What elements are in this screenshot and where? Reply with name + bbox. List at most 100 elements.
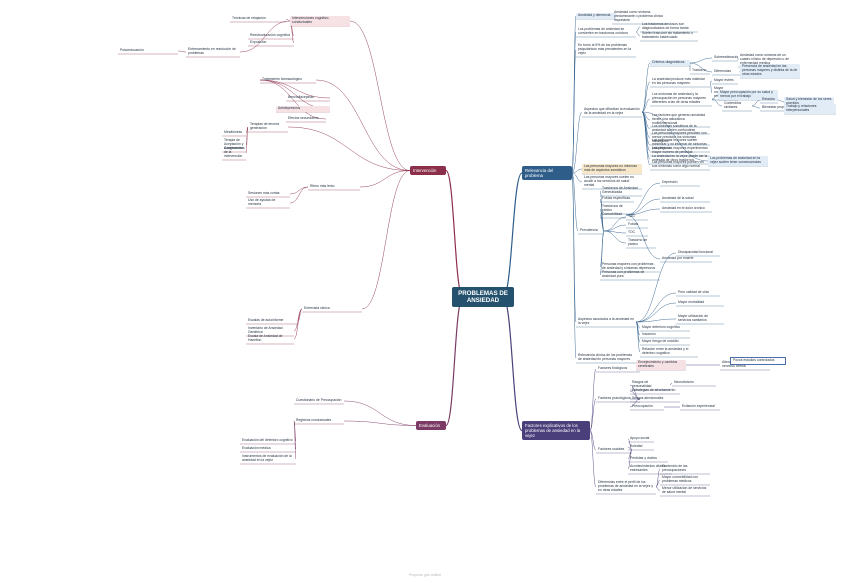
map-node[interactable]: Sesiones más cortas — [248, 191, 280, 195]
map-node[interactable]: Bienestar propio — [762, 105, 787, 109]
map-node[interactable]: TAG — [628, 214, 635, 218]
map-node[interactable]: Escala de Ansiedad de Hamilton — [248, 334, 283, 342]
map-node[interactable]: Pocos estudios controlados — [730, 357, 786, 365]
map-node[interactable]: En torno al 5% de los problemas psiquiát… — [578, 43, 631, 55]
map-node[interactable]: Factores psicológicos — [598, 396, 631, 400]
map-node[interactable]: Los trastornos ansiosos son diagnosticad… — [642, 22, 689, 30]
map-node[interactable]: Trastorno — [692, 68, 707, 72]
map-node[interactable]: Los problemas de ansiedad en la vejez su… — [708, 156, 768, 166]
map-node[interactable]: Relevancia clínica de los problemas de a… — [578, 353, 633, 361]
map-node[interactable]: Discapacidad funcional — [678, 250, 713, 254]
map-node[interactable]: Envejecimiento y cambios cerebrales — [636, 360, 686, 370]
map-node[interactable]: Trastorno de pánico — [628, 238, 648, 246]
map-node[interactable]: Las personas mayores experimentan mayor … — [652, 146, 708, 154]
map-node[interactable]: Diferencias — [714, 69, 731, 73]
map-node[interactable]: Aspectos asociados a la ansiedad en la v… — [578, 317, 634, 325]
map-node[interactable]: Estrategias de afrontamiento — [632, 388, 676, 392]
map-node[interactable]: Neuroticismo — [674, 380, 694, 384]
map-node[interactable]: Efectos secundarios — [288, 116, 319, 120]
map-node[interactable]: Preocupación — [632, 404, 653, 408]
map-node[interactable]: Personas mayores con problemas de ansied… — [602, 262, 656, 270]
branch-factores[interactable]: Factores explicativos de los problemas d… — [522, 421, 590, 440]
map-node[interactable]: Las personas mayores no informan más de … — [582, 164, 642, 174]
map-node[interactable]: Insomnio — [642, 332, 656, 336]
map-node[interactable]: Intervenciones cognitivo-conductuales — [290, 16, 350, 26]
map-node[interactable]: Diferencias entre el perfil de los probl… — [598, 480, 654, 492]
map-node[interactable]: Las personas mayores perciben con menor … — [652, 131, 707, 143]
map-node[interactable]: Benzodiacepinas — [288, 95, 314, 99]
map-node[interactable]: TOC — [628, 230, 636, 234]
map-node[interactable]: Evaluación médica — [242, 446, 271, 450]
map-node[interactable]: Antidepresivos — [276, 106, 330, 112]
map-node[interactable]: Sesgos atencionales — [632, 396, 664, 400]
map-node[interactable]: Suelen trascurrir sin tratamiento o trat… — [642, 31, 693, 39]
map-node[interactable]: Soledad — [630, 444, 643, 448]
map-node[interactable]: La ansiedad produce más malestar en las … — [652, 77, 705, 85]
map-node[interactable]: Las personas mayores suelen minimizar y … — [652, 138, 707, 150]
branch-intervencion[interactable]: Intervención — [410, 166, 446, 175]
map-node[interactable]: Mayor deterioro cognitivo — [642, 325, 681, 329]
map-node[interactable]: Inventario de Ansiedad Geriátrica — [248, 326, 283, 334]
map-node[interactable]: Rasgos de personalidad — [632, 380, 652, 388]
map-node[interactable]: Los factores que generan ansiedad tienen… — [652, 113, 706, 125]
map-node[interactable]: Ritmo más lento — [310, 184, 335, 188]
map-node[interactable]: Mayor comorbilidad con problemas médicos — [662, 475, 698, 483]
map-node[interactable]: Terapias de tercera generación — [250, 122, 280, 130]
map-node[interactable]: Ansiedad en el dolor crónico — [662, 206, 705, 210]
map-node[interactable]: Ansiedad como síntoma de un cuadro clíni… — [740, 53, 790, 65]
map-node[interactable]: Mayor estrés — [714, 78, 734, 82]
map-node[interactable]: Mayor riesgo de suicidio — [642, 339, 679, 343]
map-node[interactable]: Relación entre la ansiedad y el deterior… — [642, 347, 689, 355]
map-node[interactable]: Trabajo y relaciones interpersonales — [784, 104, 836, 114]
map-node[interactable]: Contenido de las preocupaciones — [662, 464, 688, 472]
map-node[interactable]: Entrevista clínica — [304, 306, 330, 310]
branch-evaluacion[interactable]: Evaluación — [416, 421, 446, 430]
map-node[interactable]: Exposición — [250, 40, 267, 44]
map-node[interactable]: Terapia de Aceptación y Compromiso — [224, 138, 244, 150]
map-node[interactable]: Mayor preocupación por su salud y menos … — [718, 90, 778, 100]
map-node[interactable]: Trastornos de Ansiedad Generalizada — [602, 186, 638, 194]
map-node[interactable]: Mayor mortalidad — [678, 300, 705, 304]
map-node[interactable]: Las personas mayores suelen no acudir a … — [584, 175, 634, 187]
map-node[interactable]: Entrenamiento en resolución de problemas — [188, 47, 236, 55]
map-node[interactable]: Trastornos de pánico — [602, 204, 623, 212]
map-node[interactable]: Adaptaciones de la intervención — [224, 146, 245, 158]
map-node[interactable]: Tratamiento farmacológico — [262, 77, 303, 81]
map-node[interactable]: Los síntomas de ansiedad y la preocupaci… — [652, 92, 706, 104]
map-node[interactable]: Aspectos que dificultan la evaluación de… — [584, 107, 640, 115]
map-node[interactable]: Técnicas de relajación — [232, 16, 266, 20]
map-node[interactable]: Ansiedad por muerte — [662, 256, 694, 260]
map-node[interactable]: Sobreestimación — [714, 55, 738, 59]
map-node[interactable]: Personas con problemas de ansiedad pura — [602, 270, 645, 278]
map-node[interactable]: Apoyo social — [630, 436, 650, 440]
map-node[interactable]: Registros conductuales — [296, 418, 332, 422]
map-node[interactable]: Salud y bienestar de los seres queridos — [784, 97, 834, 107]
map-node[interactable]: Evaluación del deterioro cognitivo — [242, 438, 293, 442]
map-node[interactable]: Fobias — [628, 222, 639, 226]
map-node[interactable]: Reestructuración cognitiva — [250, 33, 290, 37]
map-node[interactable]: La ansiedad en la vejez puede ser la ant… — [652, 154, 708, 162]
branch-relevancia[interactable]: Relevancia del problema — [522, 166, 572, 180]
map-node[interactable]: Fobias específicas — [602, 196, 631, 200]
map-node[interactable]: Menor utilización de servicios de salud … — [662, 486, 707, 494]
map-node[interactable]: Evitación experiencial — [682, 404, 715, 408]
map-node[interactable]: Peor calidad de vida — [678, 290, 709, 294]
map-node[interactable]: Pérdidas y duelos — [630, 456, 657, 460]
map-node[interactable]: Ansiedad y demencia — [576, 13, 616, 19]
map-node[interactable]: Los sintomas somáticos de la ansiedad su… — [652, 124, 697, 132]
map-node[interactable]: Instrumentos de evaluación de la ansieda… — [242, 454, 292, 462]
map-node[interactable]: Factores biológicos — [598, 366, 628, 370]
map-node[interactable]: Depresión — [662, 180, 678, 184]
map-node[interactable]: Los problemas de ansiedad se convierten … — [578, 27, 628, 35]
map-node[interactable]: Mindfulness — [224, 130, 243, 134]
map-node[interactable]: Acontecimientos vitales estresantes — [630, 464, 666, 472]
map-node[interactable]: Prevalencia — [580, 228, 598, 232]
map-node[interactable]: Ansiedad de la salud — [662, 196, 694, 200]
map-node[interactable]: Psicoeducación — [120, 48, 144, 52]
map-node[interactable]: Uso de ayudas de memoria — [248, 198, 276, 206]
map-node[interactable]: Relación — [762, 97, 776, 101]
map-node[interactable]: Factores sociales — [598, 447, 625, 451]
central-topic[interactable]: PROBLEMAS DE ANSIEDAD — [452, 287, 514, 307]
map-node[interactable]: Las personas mayores pueden ver sus sínt… — [652, 160, 705, 168]
map-node[interactable]: Escalas de autoinforme — [248, 318, 284, 322]
